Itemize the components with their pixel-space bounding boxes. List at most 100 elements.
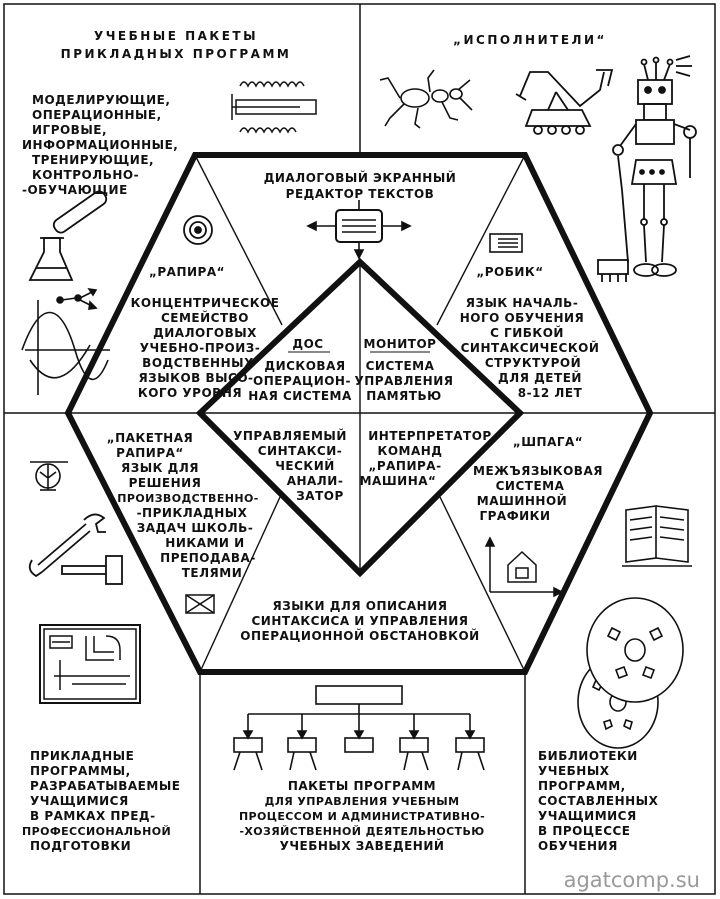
hex-lower-left-sector: „ПАКЕТНАЯ РАПИРА“ ЯЗЫК ДЛЯ РЕШЕНИЯ ПРОИЗ…	[107, 431, 259, 580]
hex-lower-right-name: „ШПАГА“	[513, 435, 583, 449]
hex-upper-left-line: СЕМЕЙСТВО	[161, 310, 249, 325]
pipe-coil-icon	[231, 81, 317, 134]
bottom-right-line: УЧАЩИМИСЯ	[538, 809, 637, 823]
hex-upper-right-line: С ГИБКОЙ	[490, 325, 564, 340]
circuit-icon	[30, 461, 68, 491]
bottom-right-line: ОБУЧЕНИЯ	[538, 839, 618, 853]
hex-upper-left-line: УЧЕБНО-ПРОИЗ-	[140, 341, 261, 355]
diamond-top-right-line: ПАМЯТЬЮ	[366, 389, 441, 403]
top-left-line: МОДЕЛИРУЮЩИЕ,	[32, 93, 170, 107]
hex-lower-right-line: СИСТЕМА	[496, 479, 565, 493]
diamond-bottom-right-line: МАШИНА“	[360, 474, 437, 488]
bottom-left-corner: ПРИКЛАДНЫЕ ПРОГРАММЫ, РАЗРАБАТЫВАЕМЫЕ УЧ…	[22, 749, 180, 853]
insect-robot-icon	[379, 69, 473, 129]
hex-lower-left-line: ЗАДАЧ ШКОЛЬ-	[137, 521, 254, 535]
hex-lower-right-line: ГРАФИКИ	[479, 509, 550, 523]
diamond-top-left: ДОС ДИСКОВАЯ ОПЕРАЦИОН- НАЯ СИСТЕМА	[248, 337, 352, 403]
hex-lower-left-line: ПРОИЗВОДСТВЕННО-	[117, 492, 258, 505]
bottom-left-line: ПОДГОТОВКИ	[30, 839, 131, 853]
hex-top-sector: ДИАЛОГОВЫЙ ЭКРАННЫЙ РЕДАКТОР ТЕКСТОВ	[264, 170, 457, 201]
hex-upper-left-line: ЯЗЫКОВ ВЫСО-	[138, 371, 253, 385]
diamond-bottom-left-line: ЧЕСКИЙ	[275, 458, 335, 473]
bottom-right-corner: БИБЛИОТЕКИ УЧЕБНЫХ ПРОГРАММ, СОСТАВЛЕННЫ…	[538, 749, 659, 853]
terminal-icon	[489, 233, 523, 253]
diamond-bottom-right-line: „РАПИРА-	[368, 459, 441, 473]
bottom-left-line: УЧАЩИМИСЯ	[30, 794, 129, 808]
frame	[3, 3, 716, 895]
bottom-center-line: -ХОЗЯЙСТВЕННОЙ ДЕЯТЕЛЬНОСТЬЮ	[239, 825, 484, 838]
hex-top-line: ДИАЛОГОВЫЙ ЭКРАННЫЙ	[264, 170, 457, 185]
bottom-right-line: СОСТАВЛЕННЫХ	[538, 794, 659, 808]
hex-lower-left-line: ЯЗЫК ДЛЯ	[121, 461, 199, 475]
org-chart-icon	[233, 685, 485, 771]
hex-top-line: РЕДАКТОР ТЕКСТОВ	[286, 187, 435, 201]
hex-upper-right-line: ДЛЯ ДЕТЕЙ	[498, 370, 582, 385]
diamond-top-right-name: МОНИТОР	[364, 337, 437, 351]
bottom-left-line: ПРОФЕССИОНАЛЬНОЙ	[22, 825, 171, 838]
diamond-bottom-right-line: ИНТЕРПРЕТАТОР	[368, 429, 491, 443]
hex-upper-right-line: 8-12 ЛЕТ	[518, 386, 583, 400]
diamond-bottom-left-line: СИНТАКСИ-	[258, 444, 343, 458]
hex-upper-left-line: КОНЦЕНТРИЧЕСКОЕ	[131, 296, 280, 310]
wrench-icon	[28, 513, 106, 578]
hex-lower-left-line: НИКАМИ И	[165, 536, 244, 550]
diamond-top-left-line: НАЯ СИСТЕМА	[248, 389, 352, 403]
bottom-center-line: ПРОЦЕССОМ И АДМИНИСТРАТИВНО-	[239, 810, 485, 823]
bottom-right-line: УЧЕБНЫХ	[538, 764, 610, 778]
bottom-left-line: ПРИКЛАДНЫЕ	[30, 749, 134, 763]
hex-lower-left-line: ПРЕПОДАВА-	[160, 551, 256, 565]
top-left-line: -ОБУЧАЮЩИЕ	[22, 183, 128, 197]
diamond-bottom-right-line: КОМАНД	[378, 444, 443, 458]
hex-upper-right-name: „РОБИК“	[476, 265, 543, 279]
bottom-left-line: РАЗРАБАТЫВАЕМЫЕ	[30, 779, 180, 793]
diamond-top-left-name: ДОС	[292, 337, 323, 351]
diamond-top-left-line: ОПЕРАЦИОН-	[253, 374, 351, 388]
book-icon	[622, 505, 692, 567]
watermark: agatcomp.su	[564, 868, 700, 892]
hex-upper-right-line: НОГО ОБУЧЕНИЯ	[460, 311, 585, 325]
hex-upper-left-sector: „РАПИРА“ КОНЦЕНТРИЧЕСКОЕ СЕМЕЙСТВО ДИАЛО…	[131, 265, 280, 400]
hex-upper-left-line: ВОДСТВЕННЫХ	[142, 356, 254, 370]
hex-lower-left-name: „ПАКЕТНАЯ	[107, 431, 193, 445]
diamond	[195, 257, 525, 578]
robot-icon	[597, 55, 697, 282]
diamond-top-left-line: ДИСКОВАЯ	[264, 359, 345, 373]
blueprint-icon	[39, 624, 141, 704]
diamond-top-right-line: УПРАВЛЕНИЯ	[354, 374, 453, 388]
diamond-bottom-left-line: АНАЛИ-	[287, 474, 344, 488]
diamond-top-right-line: СИСТЕМА	[366, 359, 435, 373]
diamond-bottom-left: УПРАВЛЯЕМЫЙ СИНТАКСИ- ЧЕСКИЙ АНАЛИ- ЗАТО…	[233, 428, 347, 503]
hex-lower-right-line: МЕЖЪЯЗЫКОВАЯ	[473, 464, 603, 478]
hex-bottom-sector: ЯЗЫКИ ДЛЯ ОПИСАНИЯ СИНТАКСИСА И УПРАВЛЕН…	[240, 599, 479, 643]
top-right-title: „ИСПОЛНИТЕЛИ“	[453, 33, 607, 47]
top-left-line: КОНТРОЛЬНО-	[32, 168, 139, 182]
target-icon	[183, 215, 213, 245]
hex-bottom-line: ОПЕРАЦИОННОЙ ОБСТАНОВКОЙ	[240, 628, 479, 643]
hex-lower-left-name: РАПИРА“	[116, 446, 184, 460]
hex-upper-right-line: СИНТАКСИЧЕСКОЙ	[461, 340, 600, 355]
bottom-center-line: УЧЕБНЫХ ЗАВЕДЕНИЙ	[280, 838, 445, 853]
diamond-bottom-left-line: ЗАТОР	[296, 489, 344, 503]
bottom-right-line: ПРОГРАММ,	[538, 779, 626, 793]
hex-lower-right-sector: „ШПАГА“ МЕЖЪЯЗЫКОВАЯ СИСТЕМА МАШИННОЙ ГР…	[473, 435, 603, 523]
bottom-center-corner: ПАКЕТЫ ПРОГРАММ ДЛЯ УПРАВЛЕНИЯ УЧЕБНЫМ П…	[239, 779, 485, 853]
hex-lower-left-line: -ПРИКЛАДНЫХ	[137, 506, 248, 520]
top-left-line: ИГРОВЫЕ,	[32, 123, 107, 137]
hex-upper-left-line: ДИАЛОГОВЫХ	[153, 326, 257, 340]
diamond-top-right: МОНИТОР СИСТЕМА УПРАВЛЕНИЯ ПАМЯТЬЮ	[354, 337, 453, 403]
flask-icon	[28, 190, 108, 281]
diamond-bottom-left-line: УПРАВЛЯЕМЫЙ	[233, 428, 347, 443]
bottom-center-line: ПАКЕТЫ ПРОГРАММ	[288, 779, 436, 793]
top-left-line: ТРЕНИРУЮЩИЕ,	[32, 153, 154, 167]
bottom-right-line: В ПРОЦЕССЕ	[538, 824, 631, 838]
top-left-line: ИНФОРМАЦИОННЫЕ,	[22, 138, 178, 152]
hex-upper-left-line: КОГО УРОВНЯ	[138, 386, 242, 400]
hex-upper-right-sector: „РОБИК“ ЯЗЫК НАЧАЛЬ- НОГО ОБУЧЕНИЯ С ГИБ…	[460, 265, 600, 400]
bottom-left-line: ПРОГРАММЫ,	[30, 764, 131, 778]
hex-lower-left-line: РЕШЕНИЯ	[129, 476, 202, 490]
hex-bottom-line: СИНТАКСИСА И УПРАВЛЕНИЯ	[251, 614, 468, 628]
crossed-box-icon	[185, 594, 215, 614]
hex-upper-left-name: „РАПИРА“	[149, 265, 225, 279]
bottom-left-line: В РАМКАХ ПРЕД-	[30, 809, 156, 823]
